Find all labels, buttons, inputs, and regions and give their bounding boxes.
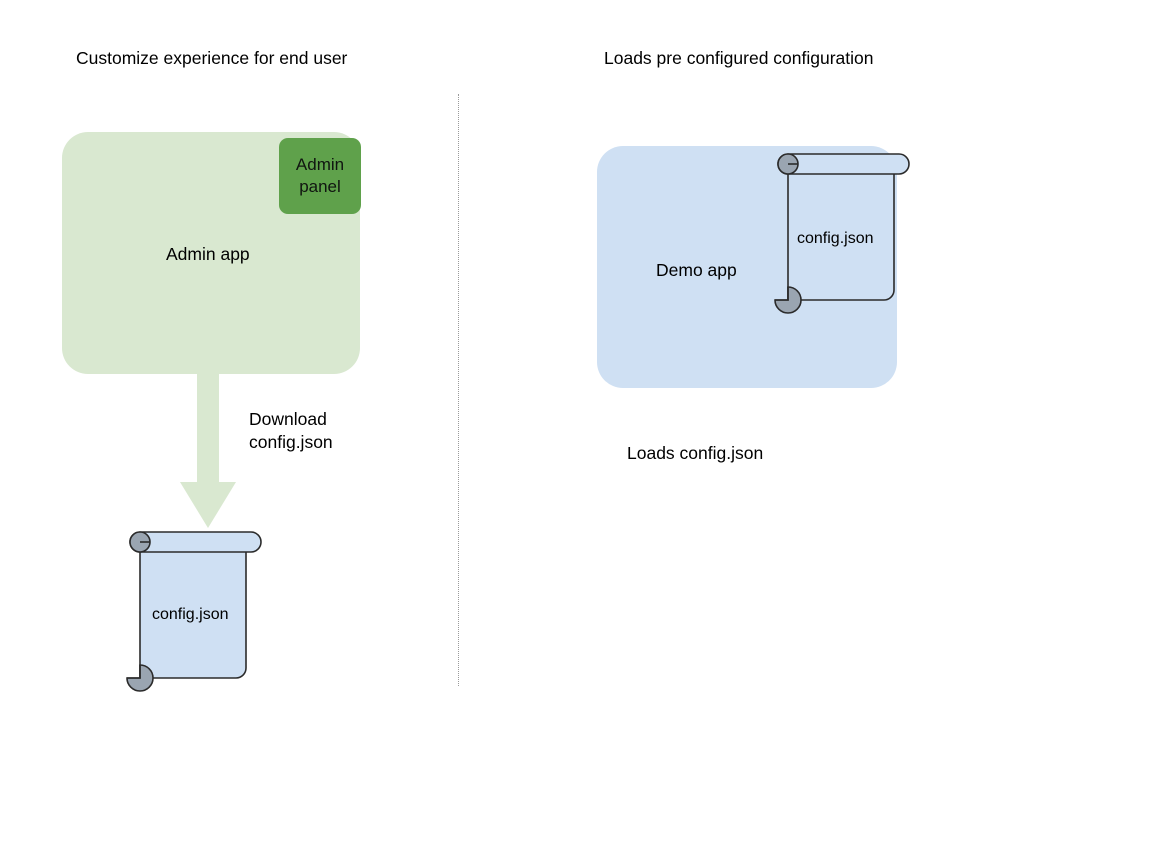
demo-app-label: Demo app — [656, 260, 737, 280]
config-json-document-right[interactable] — [766, 150, 918, 314]
config-json-document-left[interactable] — [118, 528, 270, 692]
config-json-label-left: config.json — [152, 606, 229, 623]
loads-config-caption: Loads config.json — [627, 443, 764, 463]
download-arrow-label: Download config.json — [249, 408, 333, 454]
config-json-label-right: config.json — [797, 230, 874, 247]
admin-panel-node[interactable]: Admin panel — [279, 138, 361, 214]
admin-app-label: Admin app — [166, 244, 250, 264]
right-column-heading: Loads pre configured configuration — [604, 48, 874, 68]
admin-panel-label-line1: Admin — [295, 154, 345, 174]
left-column-heading: Customize experience for end user — [76, 48, 348, 68]
admin-panel-label: Admin panel — [296, 154, 344, 199]
download-arrow-label-line2: config.json — [249, 432, 333, 453]
admin-panel-label-line2: panel — [299, 177, 341, 196]
download-arrow-icon — [180, 372, 236, 528]
vertical-dotted-divider — [458, 94, 459, 686]
download-arrow-label-line1: Download — [249, 409, 327, 429]
